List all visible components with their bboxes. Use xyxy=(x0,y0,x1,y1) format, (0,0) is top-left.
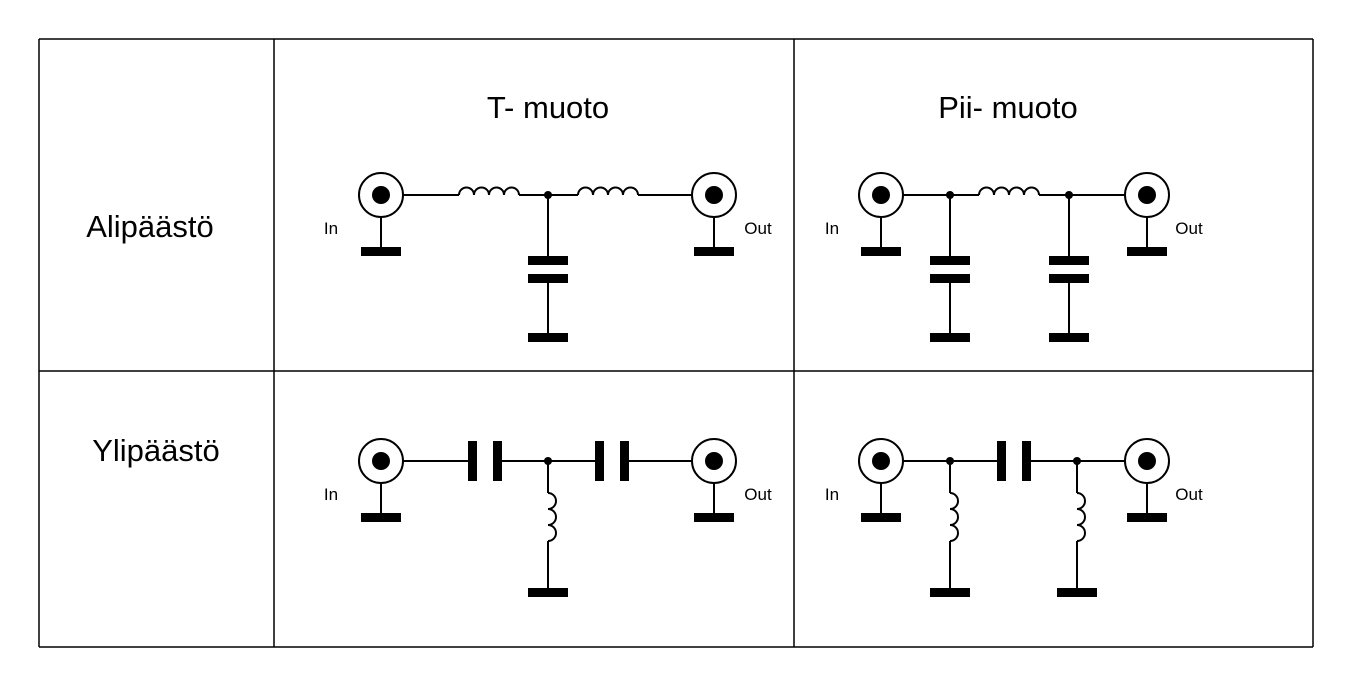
ground-icon xyxy=(861,513,901,522)
output-port-label: Out xyxy=(744,485,772,504)
ground-icon xyxy=(1127,513,1167,522)
connector-core xyxy=(1138,186,1156,204)
capacitor-shunt-plate xyxy=(930,256,970,265)
capacitor-series-plate xyxy=(997,441,1006,481)
input-port-label: In xyxy=(324,485,338,504)
inductor-series xyxy=(458,186,520,196)
capacitor-series-plate xyxy=(1022,441,1031,481)
lowpass-pi-circuit: In Out xyxy=(825,172,1203,342)
capacitor-shunt-plate xyxy=(528,274,568,283)
inductor-shunt xyxy=(1076,492,1086,542)
inductor-shunt xyxy=(547,492,557,542)
highpass-pi-circuit: In Out xyxy=(825,438,1203,597)
capacitor-shunt-plate xyxy=(930,274,970,283)
ground-icon xyxy=(694,247,734,256)
highpass-t-circuit: In Out xyxy=(324,438,772,597)
connector-core xyxy=(705,186,723,204)
inductor-series xyxy=(577,186,639,196)
capacitor-series-plate xyxy=(493,441,502,481)
ground-icon xyxy=(361,247,401,256)
row-header-highpass: Ylipäästö xyxy=(92,433,220,468)
output-port-label: Out xyxy=(1175,219,1203,238)
ground-icon xyxy=(361,513,401,522)
column-header-t-form: T- muoto xyxy=(487,90,609,125)
ground-icon xyxy=(694,513,734,522)
inductor-shunt xyxy=(949,492,959,542)
capacitor-series-plate xyxy=(468,441,477,481)
capacitor-shunt-plate xyxy=(1049,256,1089,265)
table-grid xyxy=(38,38,1314,648)
ground-icon xyxy=(528,588,568,597)
ground-icon xyxy=(1057,588,1097,597)
output-port-label: Out xyxy=(1175,485,1203,504)
connector-core xyxy=(372,186,390,204)
ground-icon xyxy=(1127,247,1167,256)
ground-icon xyxy=(930,588,970,597)
ground-icon xyxy=(861,247,901,256)
ground-icon xyxy=(528,333,568,342)
output-port-label: Out xyxy=(744,219,772,238)
capacitor-series-plate xyxy=(620,441,629,481)
ground-icon xyxy=(930,333,970,342)
input-port-label: In xyxy=(825,485,839,504)
capacitor-shunt-plate xyxy=(528,256,568,265)
connector-core xyxy=(372,452,390,470)
capacitor-shunt-plate xyxy=(1049,274,1089,283)
connector-core xyxy=(1138,452,1156,470)
lowpass-t-circuit: In Out xyxy=(324,172,772,342)
ground-icon xyxy=(1049,333,1089,342)
row-header-lowpass: Alipäästö xyxy=(86,209,214,244)
column-header-pi-form: Pii- muoto xyxy=(938,90,1078,125)
connector-core xyxy=(872,452,890,470)
capacitor-series-plate xyxy=(595,441,604,481)
inductor-series xyxy=(978,186,1040,196)
connector-core xyxy=(705,452,723,470)
connector-core xyxy=(872,186,890,204)
input-port-label: In xyxy=(324,219,338,238)
input-port-label: In xyxy=(825,219,839,238)
